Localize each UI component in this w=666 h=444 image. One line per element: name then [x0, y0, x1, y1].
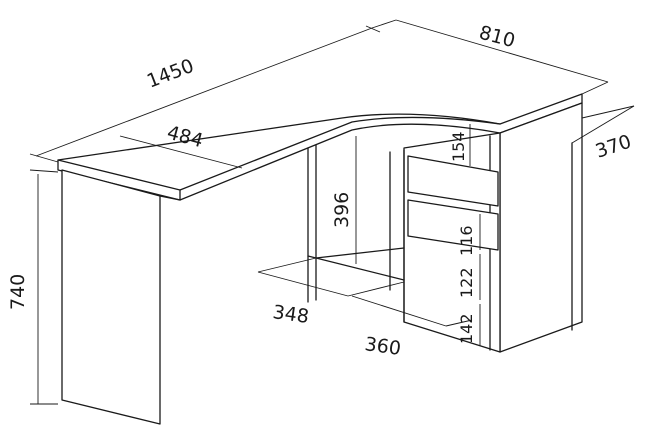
left-leg-side: [159, 195, 181, 201]
dim-1450-ext: [29, 25, 381, 163]
dim-348-ext: [257, 257, 405, 297]
dim-370-line: [581, 105, 635, 119]
dim-740-ext: [29, 169, 59, 405]
left-leg-panel: [61, 169, 161, 425]
dim-348-line: [257, 271, 349, 297]
drawer-1: [407, 155, 499, 207]
dim-154-label: 154: [449, 131, 468, 162]
dim-122-label: 122: [457, 267, 476, 298]
dim-360-label: 360: [363, 333, 402, 360]
dim-360-ext: [445, 319, 473, 327]
dim-142-label: 142: [457, 313, 476, 344]
dim-1450-label: 1450: [144, 55, 197, 93]
dim-810-line: [395, 19, 609, 83]
dim-370-ext: [571, 105, 635, 144]
desk-top-curve: [179, 116, 501, 191]
dim-116-label: 116: [457, 225, 476, 256]
shelf-back-edge: [315, 247, 405, 259]
cabinet-side: [499, 102, 583, 353]
dim-396-label: 396: [331, 192, 353, 228]
dim-370-label: 370: [593, 131, 634, 163]
drawer-2: [407, 199, 499, 251]
shelf-front-edge: [307, 255, 405, 281]
dim-740-label: 740: [7, 274, 29, 310]
dim-484-line: [119, 135, 243, 169]
dim-810-label: 810: [477, 22, 518, 53]
dim-360-line: [351, 295, 447, 327]
dim-348-label: 348: [271, 301, 310, 328]
dim-810-ext: [371, 19, 609, 95]
dim-1450-line: [35, 27, 373, 157]
